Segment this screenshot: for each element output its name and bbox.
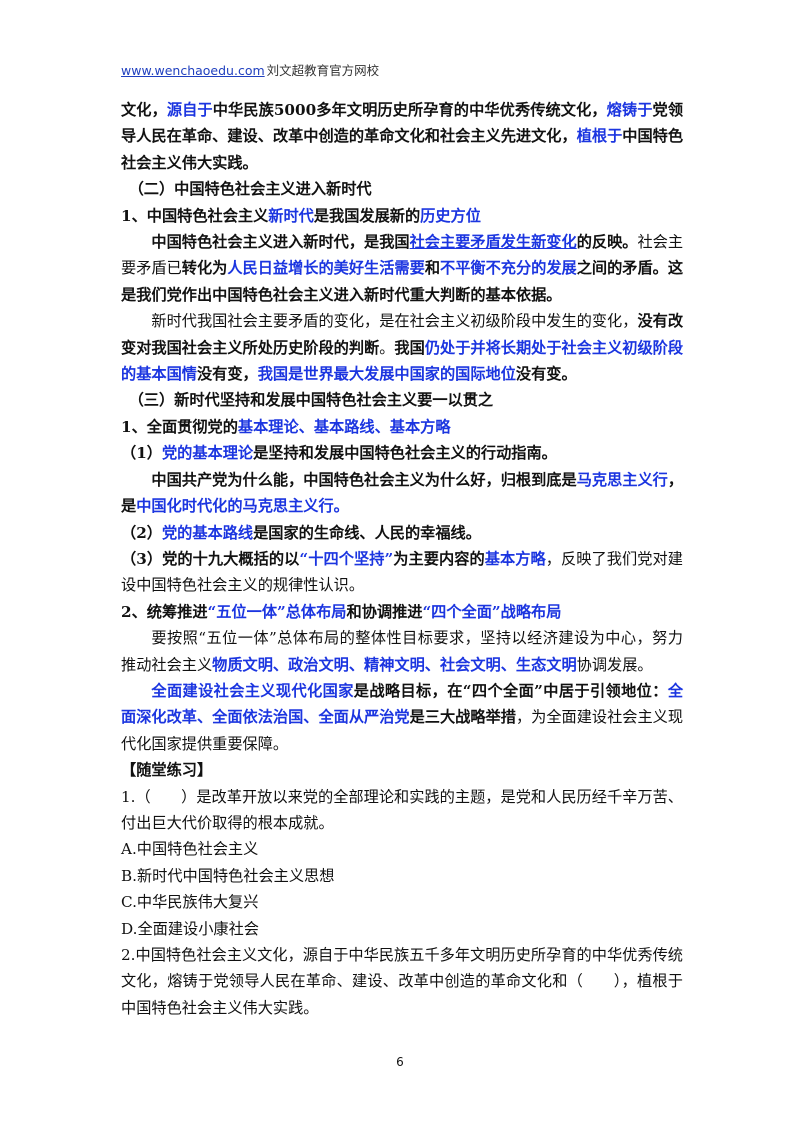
highlight: 我国是世界最大发展中国家的国际地位 — [257, 365, 516, 384]
section-heading-3: （三）新时代坚持和发展中国特色社会主义要一以贯之 — [128, 391, 494, 410]
highlight: 植根于 — [576, 127, 623, 146]
subheading-layouts: 2、统筹推进“五位一体”总体布局和协调推进“四个全面”战略布局 — [121, 599, 683, 625]
page-number: 6 — [396, 1055, 404, 1069]
text: 协调发展。 — [576, 655, 653, 674]
highlight: 党的基本路线 — [161, 523, 254, 542]
highlight: 新时代 — [268, 206, 314, 225]
subheading-new-era: 1、中国特色社会主义新时代是我国发展新的历史方位 — [121, 203, 683, 229]
text: ，反映了我们党对建设中国特色社会主义的规律性认识。 — [121, 549, 683, 595]
text: 要按照“五位一体”总体布局的整体性目标要求，坚持以经济建设为中心，努力推动社会主… — [121, 629, 683, 674]
item-1: （1）党的基本理论是坚持和发展中国特色社会主义的行动指南。 — [121, 440, 683, 466]
highlight: 党的基本理论 — [161, 444, 254, 463]
highlight: 基本理论、基本路线、基本方略 — [237, 417, 451, 436]
text: 1、全面贯彻党的 — [121, 417, 238, 436]
text: 是坚持和发展中国特色社会主义的行动指南。 — [253, 444, 557, 463]
paragraph-main-contradiction: 中国特色社会主义进入新时代，是我国社会主要矛盾发生新变化的反映。社会主要矛盾已转… — [121, 229, 683, 308]
text: 中国特色社会主义进入新时代，是我国 — [151, 233, 410, 252]
highlight: 历史方位 — [420, 206, 481, 225]
text: 的反映。 — [576, 233, 638, 252]
paragraph-marxism: 中国共产党为什么能，中国特色社会主义为什么好，归根到底是马克思主义行，是中国化时… — [121, 467, 683, 520]
text: 和 — [424, 259, 441, 278]
question-1-option-b: B.新时代中国特色社会主义思想 — [121, 866, 335, 885]
item-3: （3）党的十九大概括的以“十四个坚持”为主要内容的基本方略，反映了我们党对建设中… — [121, 546, 683, 599]
text: 。 — [379, 338, 395, 357]
text: 中国共产党为什么能，中国特色社会主义为什么好，归根到底是 — [151, 470, 577, 489]
text: 和协调推进 — [346, 602, 423, 621]
bold-text: 为主要内容的 — [393, 549, 485, 568]
text: 中华民族5000多年文明历史所孕育的中华优秀传统文化， — [212, 101, 607, 119]
text: ，为全面建设社会主义现代化国家提供重要保障。 — [121, 708, 684, 753]
highlight: 仍处于并将长期处于社会主义初级阶段的基本国情 — [121, 338, 684, 384]
text: 新时代我国社会主要矛盾的变化，是在社会主义初级阶段中发生的变化， — [151, 312, 638, 331]
bold-text: （3）党的十九大概括的以 — [121, 549, 300, 568]
subheading-basic-theory: 1、全面贯彻党的基本理论、基本路线、基本方略 — [121, 414, 683, 440]
question-1-option-d: D.全面建设小康社会 — [121, 919, 259, 938]
text: 1、中国特色社会主义 — [121, 206, 269, 225]
bold-text: 没有改变对我国社会主义所处历史阶段的判断 — [121, 312, 684, 357]
paragraph-five-sphere: 要按照“五位一体”总体布局的整体性目标要求，坚持以经济建设为中心，努力推动社会主… — [121, 625, 683, 678]
question-2: 2.中国特色社会主义文化，源自于中华民族五千多年文明历史所孕育的中华优秀传统文化… — [121, 946, 683, 1017]
highlight: “五位一体”总体布局 — [207, 602, 347, 621]
highlight: 全面建设社会主义现代化国家 — [151, 681, 354, 700]
highlight: 中国化时代化的马克思主义行。 — [136, 497, 349, 516]
text: 是我国发展新的 — [313, 206, 421, 225]
text: 2、统筹推进 — [121, 602, 208, 621]
bold-text: 我国 — [394, 338, 425, 357]
highlight: “十四个坚持” — [299, 549, 394, 568]
bold-text: 是三大战略举措 — [409, 708, 516, 727]
paragraph-primary-stage: 新时代我国社会主要矛盾的变化，是在社会主义初级阶段中发生的变化，没有改变对我国社… — [121, 308, 683, 387]
text: 是国家的生命线、人民的幸福线。 — [253, 523, 481, 542]
practice-title: 【随堂练习】 — [121, 761, 213, 780]
highlight: 全面深化改革、全面依法治国、全面从严治党 — [121, 681, 683, 727]
site-name: 刘文超教育官方网校 — [266, 63, 380, 78]
question-1-option-a: A.中国特色社会主义 — [121, 840, 259, 859]
paragraph-culture: 文化，源自于中华民族5000多年文明历史所孕育的中华优秀传统文化，熔铸于党领导人… — [121, 97, 683, 176]
item-2: （2）党的基本路线是国家的生命线、人民的幸福线。 — [121, 520, 683, 546]
text: 转化为 — [181, 259, 228, 278]
section-heading-2: （二）中国特色社会主义进入新时代 — [128, 180, 372, 199]
highlight: 物质文明、政治文明、精神文明、社会文明、生态文明 — [212, 655, 577, 674]
question-1-option-c: C.中华民族伟大复兴 — [121, 893, 259, 912]
text: （2） — [121, 523, 162, 542]
text: 党领导人民在革命、建设、改革中创造的革命文化和社会主义先进文化， — [121, 101, 684, 146]
text: 之间的矛盾。 — [576, 259, 668, 278]
document-body: 文化，源自于中华民族5000多年文明历史所孕育的中华优秀传统文化，熔铸于党领导人… — [121, 97, 683, 1021]
highlight: 社会主要矛盾发生新变化 — [409, 233, 577, 252]
highlight: 源自于 — [166, 101, 213, 119]
bold-text: 是战略目标，在“四个全面”中居于引领地位： — [353, 681, 668, 700]
highlight: 人民日益增长的美好生活需要 — [227, 259, 425, 278]
highlight: 不平衡不充分的发展 — [440, 259, 577, 278]
highlight: 熔铸于 — [606, 101, 653, 119]
text: 社会主要矛盾已 — [121, 233, 684, 278]
paragraph-four-comprehensives: 全面建设社会主义现代化国家是战略目标，在“四个全面”中居于引领地位：全面深化改革… — [121, 678, 683, 757]
bold-text: 没有变， — [196, 365, 258, 384]
question-1: 1.（ ）是改革开放以来党的全部理论和实践的主题，是党和人民历经千辛万苦、付出巨… — [121, 787, 683, 832]
text: ，是 — [121, 470, 684, 516]
text: 文化， — [121, 101, 167, 119]
highlight: “四个全面”战略布局 — [422, 602, 562, 621]
text: 中国特色社会主义伟大实践。 — [121, 127, 684, 172]
bold-text: 没有变。 — [515, 365, 577, 384]
highlight: 马克思主义行 — [576, 470, 668, 489]
highlight: 基本方略 — [484, 549, 546, 568]
website-link[interactable]: www.wenchaoedu.com — [121, 63, 265, 78]
text: （1） — [121, 444, 162, 463]
text: 这是我们党作出中国特色社会主义进入新时代重大判断的基本依据。 — [121, 259, 684, 304]
